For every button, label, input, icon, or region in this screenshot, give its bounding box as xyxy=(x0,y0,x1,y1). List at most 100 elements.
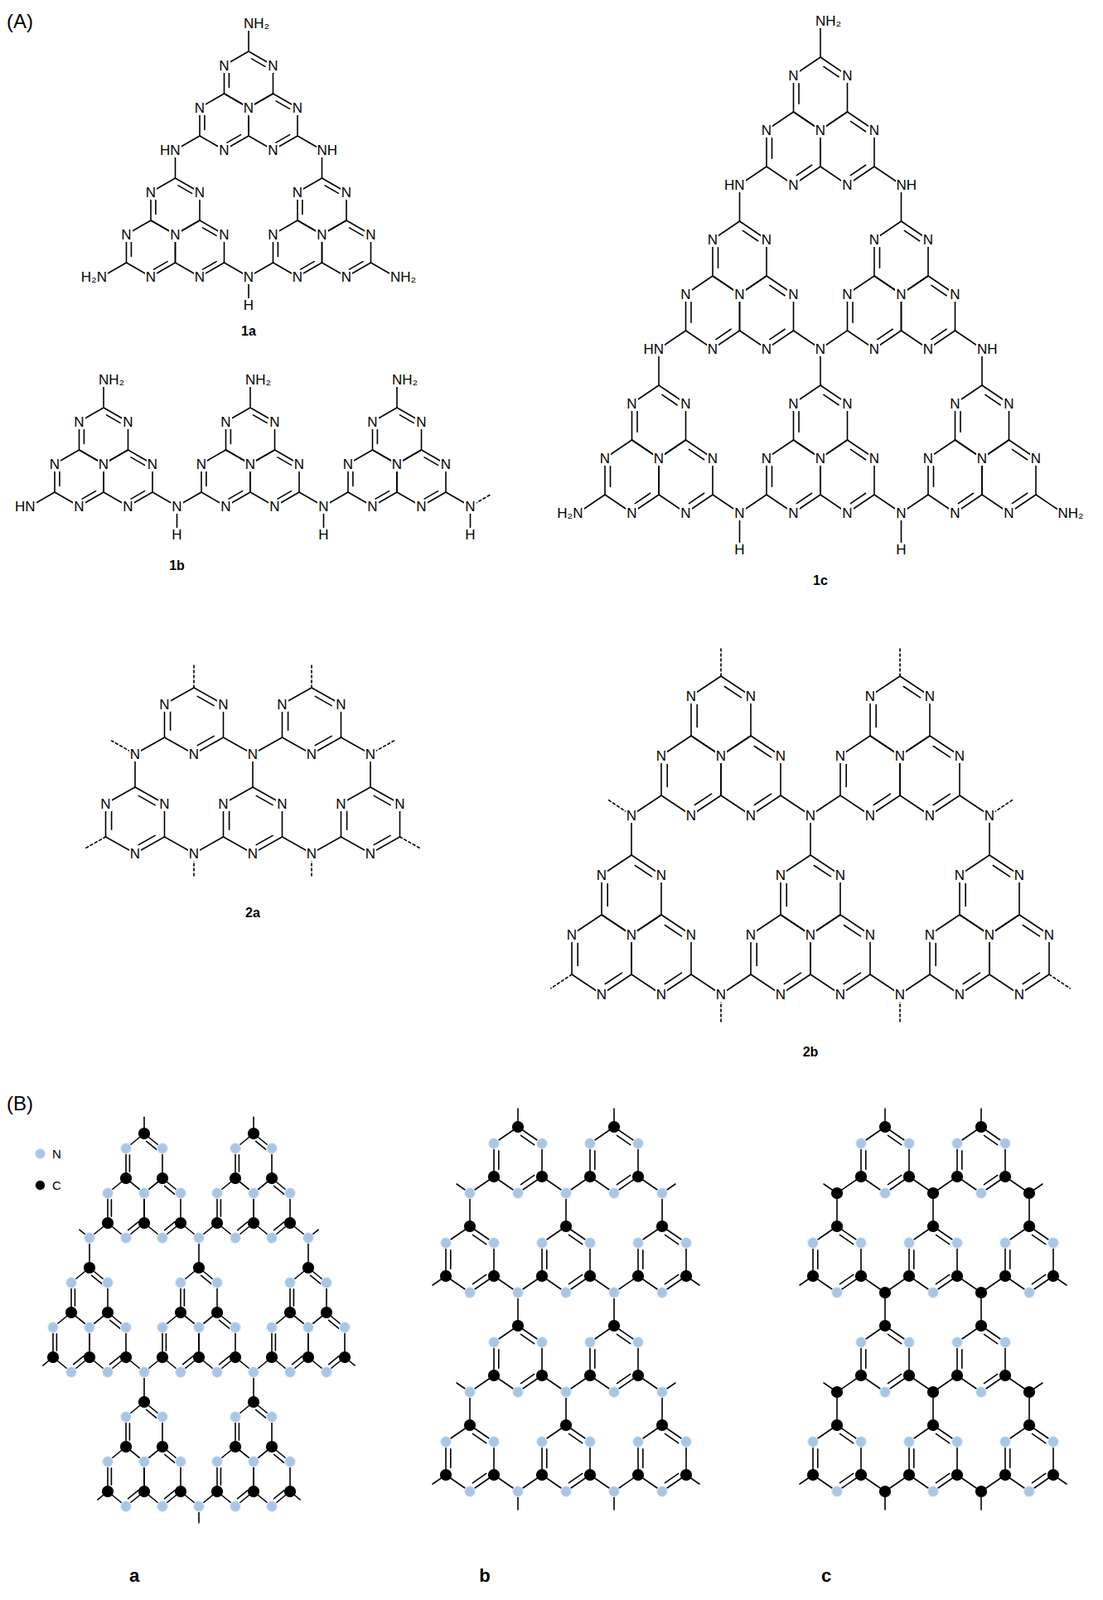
atom-label: N xyxy=(129,747,141,762)
nitrogen-atom xyxy=(230,1412,242,1423)
nitrogen-atom xyxy=(633,1138,644,1150)
atom-label: N xyxy=(188,747,200,762)
atom-label: N xyxy=(706,342,719,357)
double-bond-line xyxy=(769,328,785,339)
atom-label: N xyxy=(99,797,112,812)
nitrogen-atom xyxy=(1000,1337,1012,1349)
atom-label: N xyxy=(595,987,608,1002)
double-bond-line xyxy=(377,427,379,444)
atom-label: N xyxy=(366,415,378,430)
nitrogen-atom xyxy=(976,1188,987,1200)
double-bond-line xyxy=(472,1433,486,1443)
nitrogen-atom xyxy=(139,1367,150,1379)
atom-label: N xyxy=(366,499,378,514)
atom-label: N xyxy=(193,101,206,116)
atom-label: N xyxy=(922,342,934,357)
atom-label: NH xyxy=(316,143,339,158)
double-bond-line xyxy=(616,1334,630,1344)
atom-label: N xyxy=(364,846,377,862)
atom-label: NH₂ xyxy=(391,372,419,388)
double-bond-line xyxy=(237,1490,248,1500)
double-bond-line xyxy=(183,1289,186,1307)
double-bond-line xyxy=(256,835,273,845)
double-bond-line xyxy=(964,884,967,907)
carbon-atom xyxy=(807,1470,819,1481)
double-bond-line xyxy=(256,795,273,805)
carbon-atom xyxy=(321,1307,333,1319)
nitrogen-atom xyxy=(807,1436,819,1448)
nitrogen-atom xyxy=(48,1322,59,1334)
atom-label: N xyxy=(841,287,853,302)
atom-label: N xyxy=(364,227,377,242)
atom-label: N xyxy=(864,808,876,823)
double-bond-line xyxy=(349,227,364,237)
double-bond-line xyxy=(314,696,332,706)
atom-label: H xyxy=(317,527,329,542)
nitrogen-atom xyxy=(488,1436,500,1448)
atom-label: N xyxy=(120,227,132,242)
carbon-atom xyxy=(976,1287,987,1299)
carbon-atom xyxy=(1000,1171,1012,1183)
carbon-atom xyxy=(1048,1470,1060,1481)
double-bond-line xyxy=(58,469,61,486)
nitrogen-atom xyxy=(561,1486,572,1498)
carbon-atom xyxy=(1024,1420,1036,1432)
double-bond-line xyxy=(449,1449,452,1468)
double-bond-line xyxy=(594,1151,596,1170)
double-bond-line xyxy=(983,1334,997,1344)
double-bond-line xyxy=(913,1250,915,1269)
atom-label: N xyxy=(733,287,746,302)
double-bond-line xyxy=(642,1250,644,1269)
nitrogen-atom xyxy=(266,1143,278,1155)
nitrogen-atom xyxy=(139,1456,150,1468)
nitrogen-atom xyxy=(536,1337,548,1349)
atom-label: N xyxy=(924,928,936,943)
double-bond-line xyxy=(106,415,121,424)
double-bond-line xyxy=(277,457,292,466)
double-bond-line xyxy=(1011,493,1027,504)
nitrogen-atom xyxy=(512,1188,524,1200)
carbon-atom xyxy=(488,1171,500,1183)
atom-label: N xyxy=(334,697,347,712)
double-bond-line xyxy=(616,1373,630,1384)
double-bond-line xyxy=(839,1234,853,1244)
double-bond-line xyxy=(520,1373,534,1384)
carbon-atom xyxy=(84,1262,96,1274)
atom-label: N xyxy=(976,451,988,466)
atom-label: N xyxy=(841,396,853,412)
double-bond-line xyxy=(301,198,304,214)
double-bond-line xyxy=(128,1490,139,1500)
atom-label: N xyxy=(72,415,85,430)
atom-label: N xyxy=(922,232,934,247)
carbon-atom xyxy=(248,1486,260,1498)
double-bond-line xyxy=(873,793,891,805)
atom-label: N xyxy=(655,749,668,764)
carbon-atom xyxy=(880,1122,891,1133)
carbon-atom xyxy=(807,1271,819,1282)
atom-label: N xyxy=(715,987,727,1002)
atom-label: N xyxy=(814,342,827,357)
carbon-atom xyxy=(102,1307,114,1319)
double-bond-line xyxy=(985,394,1001,405)
atom-label: N xyxy=(266,58,279,73)
atom-label: N xyxy=(415,415,427,430)
double-bond-line xyxy=(662,394,678,405)
double-bond-line xyxy=(520,1334,534,1344)
nitrogen-atom xyxy=(976,1387,987,1399)
double-bond-line xyxy=(328,1356,339,1365)
double-bond-line xyxy=(887,1373,901,1384)
nitrogen-atom xyxy=(266,1322,278,1334)
double-bond-line xyxy=(110,1356,121,1365)
carbon-atom xyxy=(1048,1271,1060,1282)
atom-label: N xyxy=(814,123,827,138)
atom-label: N xyxy=(655,868,668,883)
atom-label: N xyxy=(440,457,452,472)
atom-label: N xyxy=(948,396,961,412)
double-bond-line xyxy=(664,1433,678,1443)
atom-label: H xyxy=(170,527,183,542)
double-bond-line xyxy=(664,924,682,936)
carbon-atom xyxy=(193,1262,205,1274)
carbon-atom xyxy=(175,1486,187,1498)
double-bond-line xyxy=(228,811,231,830)
atom-label: N xyxy=(834,868,847,883)
